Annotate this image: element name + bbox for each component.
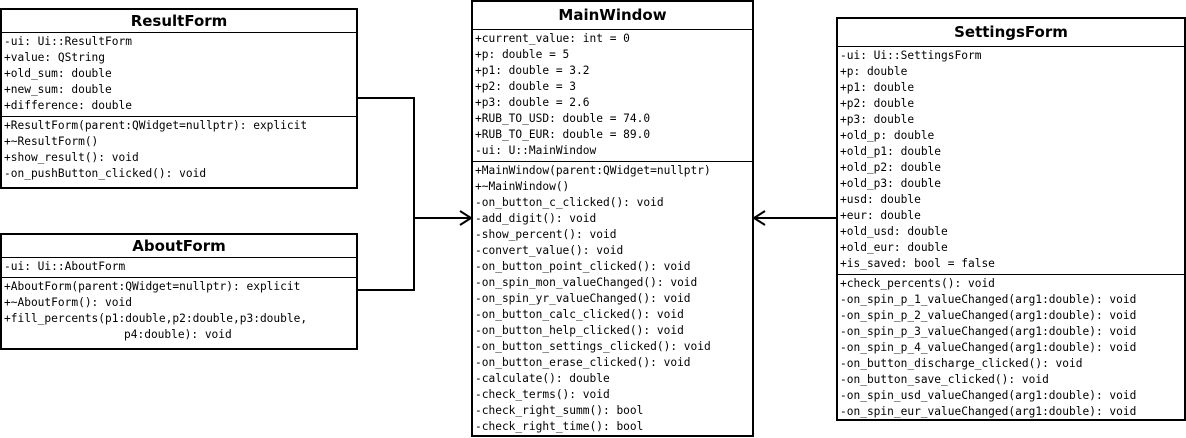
method: -on_spin_p_2_valueChanged(arg1:double): … [840, 309, 1137, 322]
method: +fill_percents(p1:double,p2:double,p3:do… [4, 312, 308, 325]
method: -on_spin_p_4_valueChanged(arg1:double): … [840, 341, 1137, 354]
method: -on_button_help_clicked(): void [475, 324, 684, 337]
attribute: +p: double = 5 [475, 48, 570, 61]
attribute: +RUB_TO_EUR: double = 89.0 [475, 128, 651, 141]
attribute: +eur: double [840, 209, 921, 222]
attribute: +old_sum: double [4, 67, 112, 80]
attribute: +old_p2: double [840, 161, 942, 174]
attribute: +p2: double [840, 97, 915, 110]
attribute: +p3: double [840, 113, 915, 126]
attribute: +p2: double = 3 [475, 80, 577, 93]
method: +AboutForm(parent:QWidget=nullptr): expl… [4, 280, 301, 293]
result-to-main-connector [358, 97, 470, 219]
class-settings-form[interactable]: SettingsForm -ui: Ui::SettingsForm +p: d… [836, 17, 1186, 421]
method: -check_terms(): void [475, 388, 610, 401]
attribute: +usd: double [840, 193, 921, 206]
method: -on_button_calc_clicked(): void [475, 308, 684, 321]
attribute: +p1: double [840, 81, 915, 94]
methods-section: +ResultForm(parent:QWidget=nullptr): exp… [2, 117, 356, 184]
method: +~ResultForm() [4, 135, 99, 148]
method: -show_percent(): void [475, 228, 617, 241]
method: -on_button_save_clicked(): void [840, 373, 1049, 386]
method: +ResultForm(parent:QWidget=nullptr): exp… [4, 119, 308, 132]
attributes-section: -ui: Ui::AboutForm [2, 258, 356, 278]
method-continuation: p4:double): void [124, 328, 232, 341]
methods-section: +AboutForm(parent:QWidget=nullptr): expl… [2, 278, 356, 345]
attributes-section: -ui: Ui::ResultForm +value: QString +old… [2, 33, 356, 117]
attribute: +is_saved: bool = false [840, 257, 995, 270]
method: -on_button_c_clicked(): void [475, 196, 664, 209]
method: +show_result(): void [4, 151, 139, 164]
method: -add_digit(): void [475, 212, 597, 225]
method: -on_spin_p_3_valueChanged(arg1:double): … [840, 325, 1137, 338]
attribute: +old_p1: double [840, 145, 942, 158]
attribute: +old_p: double [840, 129, 935, 142]
method: -on_spin_usd_valueChanged(arg1:double): … [840, 389, 1137, 402]
method: +~AboutForm(): void [4, 296, 132, 309]
method: -on_spin_mon_valueChanged(): void [475, 276, 698, 289]
class-main-window[interactable]: MainWindow +current_value: int = 0 +p: d… [471, 0, 754, 437]
attribute: -ui: Ui::ResultForm [4, 35, 132, 48]
method: -on_button_settings_clicked(): void [475, 340, 711, 353]
attribute: +value: QString [4, 51, 106, 64]
attribute: -ui: U::MainWindow [475, 144, 597, 157]
attributes-section: +current_value: int = 0 +p: double = 5 +… [473, 30, 752, 162]
attribute: -ui: Ui::AboutForm [4, 260, 126, 273]
method: -on_spin_p_1_valueChanged(arg1:double): … [840, 293, 1137, 306]
attribute: +p3: double = 2.6 [475, 96, 590, 109]
method: -on_button_erase_clicked(): void [475, 356, 691, 369]
attribute: +p: double [840, 65, 908, 78]
attribute: -ui: Ui::SettingsForm [840, 49, 982, 62]
class-name: SettingsForm [838, 19, 1184, 47]
attribute: +p1: double = 3.2 [475, 64, 590, 77]
method: +MainWindow(parent:QWidget=nullptr) [475, 164, 711, 177]
attribute: +new_sum: double [4, 83, 112, 96]
method: -on_spin_yr_valueChanged(): void [475, 292, 691, 305]
method: -on_button_point_clicked(): void [475, 260, 691, 273]
class-about-form[interactable]: AboutForm -ui: Ui::AboutForm +AboutForm(… [0, 233, 358, 350]
attribute: +old_usd: double [840, 225, 948, 238]
attribute: +current_value: int = 0 [475, 32, 630, 45]
method: -check_right_summ(): bool [475, 404, 644, 417]
methods-section: +MainWindow(parent:QWidget=nullptr) +~Ma… [473, 162, 752, 435]
method: -convert_value(): void [475, 244, 624, 257]
method: -on_pushButton_clicked(): void [4, 167, 207, 180]
methods-section: +check_percents(): void -on_spin_p_1_val… [838, 275, 1184, 419]
method: +check_percents(): void [840, 277, 995, 290]
attribute: +RUB_TO_USD: double = 74.0 [475, 112, 651, 125]
method: -calculate(): double [475, 372, 610, 385]
about-to-main-connector [358, 218, 415, 291]
method: -on_button_discharge_clicked(): void [840, 357, 1083, 370]
attributes-section: -ui: Ui::SettingsForm +p: double +p1: do… [838, 47, 1184, 275]
attribute: +difference: double [4, 99, 132, 112]
attribute: +old_p3: double [840, 177, 942, 190]
method: -on_spin_eur_valueChanged(arg1:double): … [840, 405, 1137, 418]
method: -check_right_time(): bool [475, 420, 644, 433]
method: +~MainWindow() [475, 180, 570, 193]
class-result-form[interactable]: ResultForm -ui: Ui::ResultForm +value: Q… [0, 8, 358, 189]
class-name: AboutForm [2, 235, 356, 258]
class-name: MainWindow [473, 2, 752, 30]
class-name: ResultForm [2, 10, 356, 33]
attribute: +old_eur: double [840, 241, 948, 254]
main-arrowhead-right [752, 210, 766, 226]
